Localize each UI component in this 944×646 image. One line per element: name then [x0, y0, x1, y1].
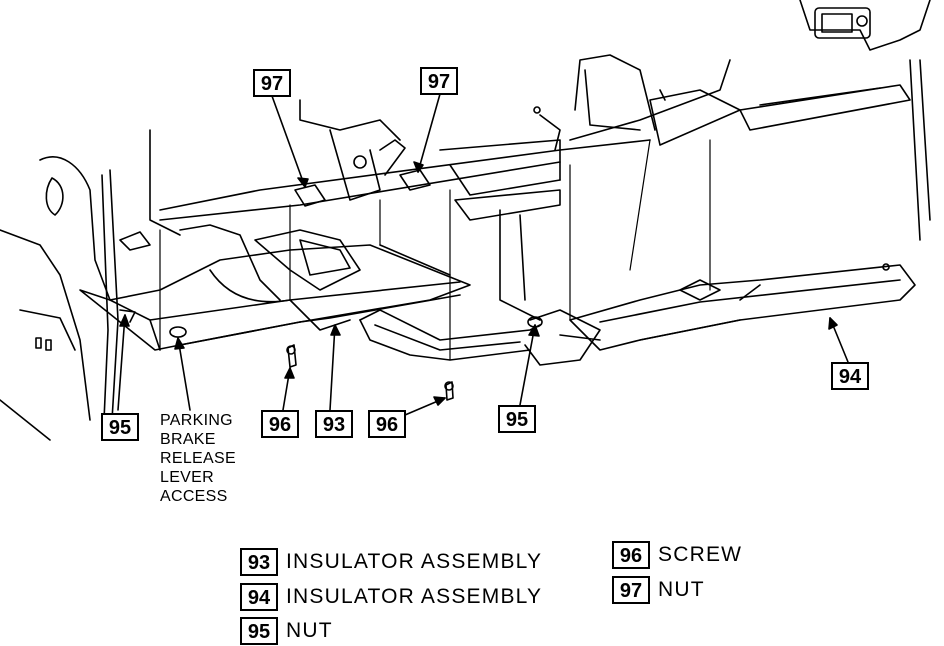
note-line-1: PARKING [160, 412, 233, 429]
parking-brake-note: PARKING BRAKE RELEASE LEVER ACCESS [160, 411, 236, 506]
center-bracket [359, 309, 601, 366]
note-line-2: BRAKE [160, 431, 216, 448]
legend-label: SCREW [658, 543, 743, 566]
legend-label: NUT [286, 619, 333, 642]
note-line-4: LEVER [160, 469, 214, 486]
legend-item-96: 96 SCREW [612, 540, 742, 570]
left-door-frame [0, 156, 119, 441]
nut-97-shapes [119, 169, 431, 251]
legend-item-94: 94 INSULATOR ASSEMBLY [240, 582, 542, 612]
callout-94-insulator: 94 [831, 362, 869, 390]
note-line-5: ACCESS [160, 488, 228, 505]
insulator-93-shape [79, 244, 471, 351]
insulator-94-shape [569, 263, 916, 351]
callout-95-left-nut: 95 [101, 413, 139, 441]
callout-97-right-nut: 97 [420, 67, 458, 95]
legend-number: 95 [240, 617, 278, 645]
legend-item-95: 95 NUT [240, 616, 333, 646]
legend-label: INSULATOR ASSEMBLY [286, 585, 543, 608]
legend-item-93: 93 INSULATOR ASSEMBLY [240, 547, 542, 577]
callout-97-left-nut: 97 [253, 69, 291, 97]
leader-arrows [117, 93, 849, 416]
legend-label: NUT [658, 578, 705, 601]
legend-number: 93 [240, 548, 278, 576]
callout-95-center-nut: 95 [498, 405, 536, 433]
legend-number: 94 [240, 583, 278, 611]
legend-number: 96 [612, 541, 650, 569]
callout-96-left-screw: 96 [261, 410, 299, 438]
callout-96-center-screw: 96 [368, 410, 406, 438]
screw-96-shapes [286, 344, 454, 401]
note-line-3: RELEASE [160, 450, 236, 467]
instrument-panel [149, 0, 931, 241]
legend-number: 97 [612, 576, 650, 604]
legend-item-97: 97 NUT [612, 575, 705, 605]
callout-93-insulator: 93 [315, 410, 353, 438]
alignment-lines [159, 139, 711, 361]
legend-label: INSULATOR ASSEMBLY [286, 550, 543, 573]
